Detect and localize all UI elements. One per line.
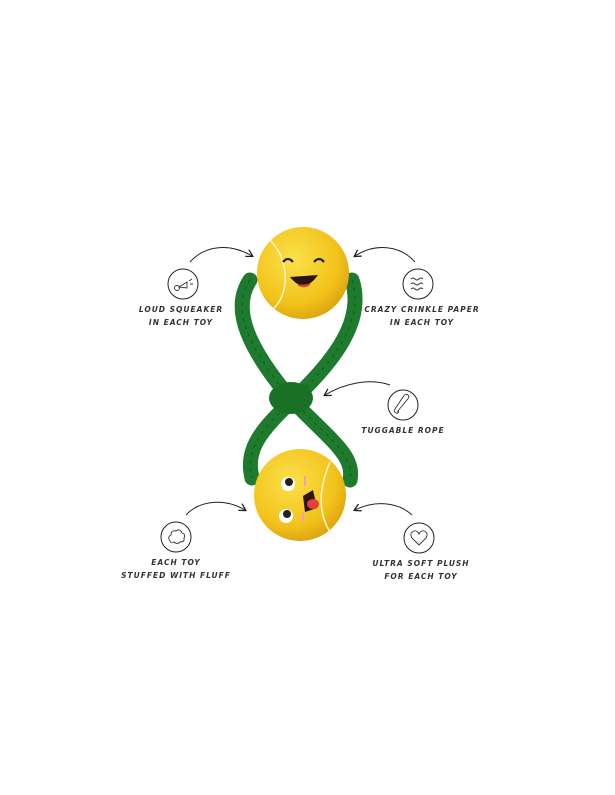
feature-line: IN EACH TOY [389, 318, 455, 327]
feature-line: FOR EACH TOY [384, 572, 458, 581]
crinkle-paper-icon [402, 268, 434, 300]
feature-tuggable-rope: TUGGABLE ROPE [333, 424, 473, 437]
fluff-icon [160, 521, 192, 553]
feature-line: CRAZY CRINKLE PAPER [364, 305, 480, 314]
callout-arrows [185, 247, 416, 516]
bottom-ball [254, 449, 346, 541]
feature-line: EACH TOY [151, 558, 201, 567]
feature-line: IN EACH TOY [148, 318, 214, 327]
top-ball [257, 227, 349, 319]
feature-line: LOUD SQUEAKER [138, 305, 224, 314]
feature-fluff: EACH TOY STUFFED WITH FLUFF [106, 556, 246, 582]
feature-line: ULTRA SOFT PLUSH [372, 559, 470, 568]
feature-line: STUFFED WITH FLUFF [121, 571, 231, 580]
rope-knot [269, 382, 313, 414]
feature-loud-squeaker: LOUD SQUEAKER IN EACH TOY [111, 303, 251, 329]
heart-icon [403, 522, 435, 554]
feature-soft-plush: ULTRA SOFT PLUSH FOR EACH TOY [351, 557, 491, 583]
feature-crinkle-paper: CRAZY CRINKLE PAPER IN EACH TOY [352, 303, 492, 329]
feature-line: TUGGABLE ROPE [361, 426, 445, 435]
